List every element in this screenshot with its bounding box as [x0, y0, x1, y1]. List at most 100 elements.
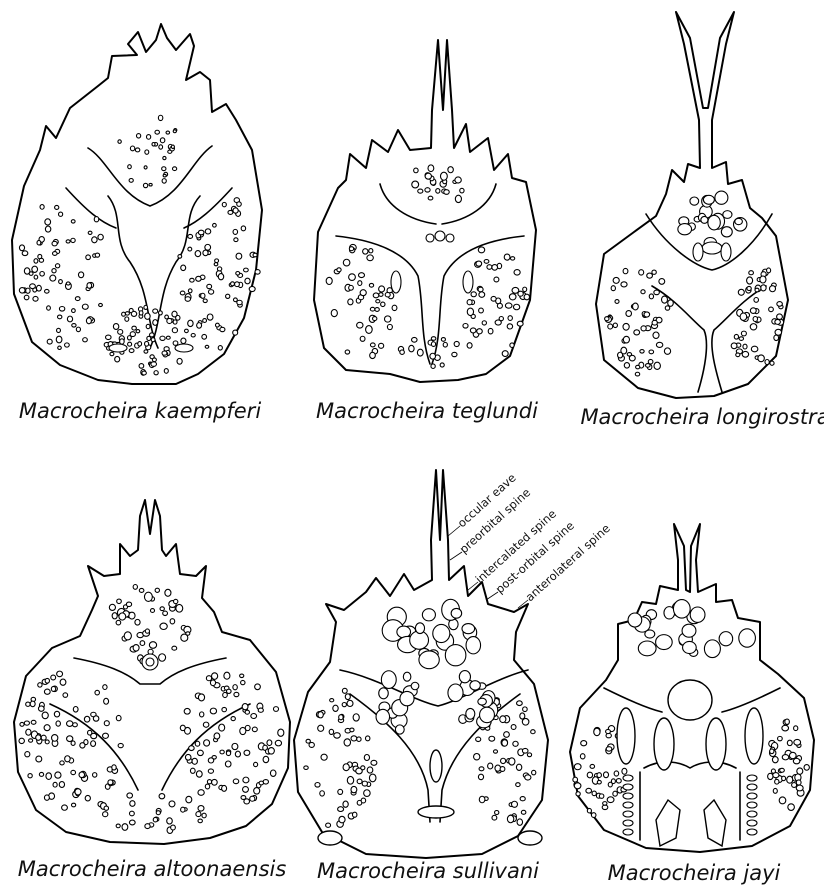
tubercle: [263, 756, 269, 762]
tubercle: [358, 273, 364, 278]
tubercle: [628, 613, 642, 627]
tubercle: [455, 195, 461, 202]
tubercle: [521, 810, 526, 814]
tubercle: [118, 743, 123, 747]
tubercle: [320, 791, 325, 796]
tubercle: [739, 629, 756, 647]
tubercle: [52, 269, 56, 273]
tubercle: [133, 645, 139, 652]
tubercle: [217, 267, 221, 271]
tubercle: [258, 708, 263, 712]
tubercle: [133, 584, 137, 589]
tubercle: [171, 825, 176, 830]
tubercle: [646, 364, 651, 368]
tubercle: [773, 788, 777, 793]
tubercle: [360, 290, 366, 296]
tubercle: [62, 805, 68, 810]
tubercle: [797, 768, 803, 774]
tubercle: [747, 286, 751, 290]
tubercle: [315, 782, 320, 787]
tubercle: [180, 725, 185, 730]
tubercle: [45, 219, 51, 225]
tubercle: [512, 801, 518, 807]
tubercle: [426, 234, 434, 242]
tubercle: [254, 788, 260, 795]
tubercle: [245, 278, 250, 284]
tubercle: [197, 750, 203, 755]
tubercle: [721, 227, 732, 237]
tubercle: [189, 746, 195, 751]
tubercle: [605, 317, 609, 321]
tubercle: [152, 358, 156, 362]
tubercle: [463, 324, 468, 329]
tubercle: [500, 716, 506, 723]
tubercle: [151, 338, 155, 342]
tubercle: [104, 698, 109, 704]
tubercle: [747, 802, 757, 808]
tubercle: [750, 308, 756, 314]
tubercle: [664, 348, 670, 354]
tubercle: [623, 323, 629, 330]
tubercle: [113, 324, 118, 330]
tubercle: [181, 807, 185, 812]
tubercle: [654, 362, 660, 369]
tubercle: [590, 764, 595, 768]
tubercle: [574, 764, 581, 770]
tubercle: [623, 811, 633, 817]
tubercle: [190, 278, 195, 282]
tubercle: [150, 333, 155, 337]
tubercle: [654, 290, 660, 295]
tubercle: [673, 600, 690, 619]
tubercle: [738, 289, 744, 295]
tubercle: [678, 224, 692, 235]
tubercle: [31, 720, 36, 724]
tubercle: [103, 685, 107, 690]
tubercle: [29, 739, 33, 742]
tubercle: [181, 338, 186, 343]
tubercle: [135, 619, 140, 625]
tubercle: [165, 589, 171, 596]
tubercle: [195, 251, 201, 257]
tubercle: [452, 352, 457, 356]
tubercle: [523, 707, 528, 712]
tubercle: [201, 293, 205, 298]
tubercle: [91, 733, 97, 738]
annotation-leader: [486, 592, 498, 600]
tubercle: [59, 212, 63, 216]
tubercle: [375, 308, 379, 312]
tubercle: [760, 276, 766, 283]
tubercle: [251, 714, 257, 719]
tubercle: [45, 678, 49, 683]
tubercle: [505, 303, 512, 308]
tubercle: [127, 793, 133, 798]
tubercle: [741, 331, 746, 336]
tubercle: [197, 323, 202, 329]
tubercle: [218, 274, 223, 280]
tubercle: [318, 712, 323, 718]
tubercle: [647, 273, 653, 278]
tubercle: [103, 733, 109, 738]
tubercle: [358, 281, 362, 286]
tubercle: [668, 680, 712, 720]
tubercle: [460, 188, 464, 193]
tubercle: [159, 145, 163, 149]
tubercle: [26, 729, 31, 735]
tubercle: [214, 733, 220, 739]
tubercle: [122, 312, 126, 316]
tubercle: [237, 300, 242, 304]
tubercle: [367, 255, 373, 261]
tubercle: [510, 343, 514, 347]
tubercle: [268, 748, 274, 754]
tubercle: [86, 318, 91, 324]
tubercle: [59, 307, 64, 312]
tubercle: [615, 300, 619, 304]
tubercle: [682, 624, 696, 637]
tubercle: [231, 717, 235, 721]
tubercle: [244, 799, 250, 804]
tubercle: [19, 245, 24, 251]
tubercle: [59, 782, 64, 788]
tubercle: [623, 336, 629, 343]
tubercle: [212, 673, 218, 680]
tubercle: [430, 353, 436, 359]
tubercle: [796, 785, 803, 791]
